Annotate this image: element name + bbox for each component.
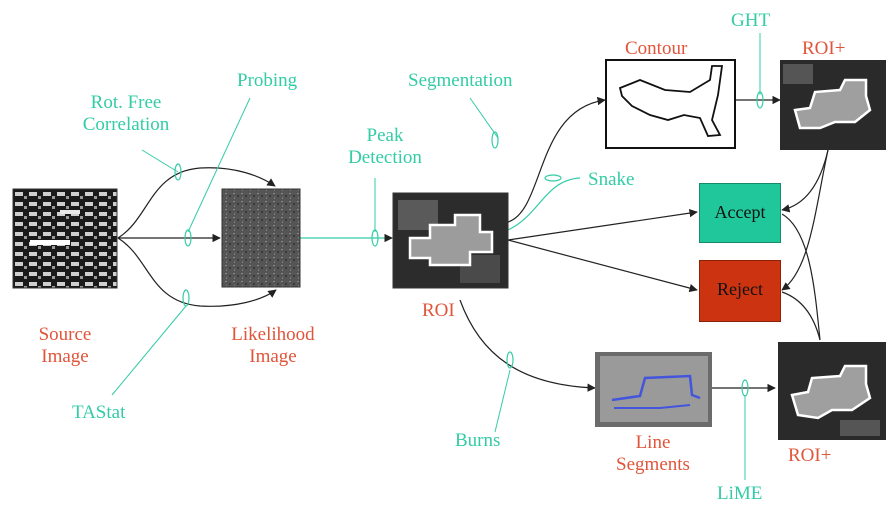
roi-plus-top-label: ROI+ <box>802 38 846 59</box>
likelihood-line2: Image <box>249 346 297 367</box>
roi-plus-bottom-thumbnail <box>778 342 886 440</box>
link-roiplus-bottom-reject <box>781 291 821 341</box>
link-roiplus-top-reject <box>781 149 829 291</box>
leader-tastat <box>111 305 187 396</box>
segmentation-label: Segmentation <box>408 70 513 91</box>
link-rot-free-correlation <box>117 167 276 239</box>
link-roi-reject <box>507 239 698 293</box>
accept-box: Accept <box>699 183 781 243</box>
leader-rot-free <box>141 149 179 173</box>
link-roiplus-bottom-accept <box>781 213 821 341</box>
contour-label: Contour <box>625 38 688 59</box>
rot-free-correlation-label: Rot. Free Correlation <box>62 92 190 136</box>
line-segments-line1: Line <box>635 432 671 453</box>
likelihood-line1: Likelihood <box>231 324 315 345</box>
roi-plus-bottom-label: ROI+ <box>788 445 832 466</box>
roi-label: ROI <box>422 300 455 321</box>
peak-detection-label: Peak Detection <box>340 125 430 169</box>
lime-label: LiME <box>717 483 763 504</box>
link-tastat <box>117 237 277 307</box>
rot-free-line2: Correlation <box>82 114 170 135</box>
roi-thumbnail <box>392 192 509 289</box>
ght-label: GHT <box>731 10 771 31</box>
leader-probing <box>187 97 251 233</box>
source-line2: Image <box>41 346 89 367</box>
leader-burns <box>494 369 511 433</box>
leader-segmentation <box>469 97 499 139</box>
reject-label: Reject <box>717 279 763 299</box>
line-segments-line2: Segments <box>616 454 690 475</box>
contour-thumbnail <box>605 59 736 149</box>
rot-free-line1: Rot. Free <box>90 92 162 113</box>
reject-box: Reject <box>699 260 781 322</box>
snake-label: Snake <box>588 169 635 190</box>
source-image-label: Source Image <box>20 324 110 368</box>
link-segmentation <box>507 96 606 223</box>
probing-label: Probing <box>237 70 298 91</box>
peak-line2: Detection <box>348 147 422 168</box>
line-segments-thumbnail <box>595 352 712 427</box>
peak-line1: Peak <box>366 125 404 146</box>
likelihood-image-label: Likelihood Image <box>208 324 338 368</box>
source-image-thumbnail <box>12 188 118 289</box>
link-roiplus-top-accept <box>781 149 829 213</box>
accept-label: Accept <box>714 202 766 222</box>
link-snake <box>507 177 581 231</box>
link-roi-accept <box>507 208 698 241</box>
source-line1: Source <box>38 324 92 345</box>
tastat-label: TAStat <box>72 402 126 423</box>
burns-label: Burns <box>455 430 501 451</box>
roi-plus-top-thumbnail <box>780 60 886 150</box>
link-burns <box>459 299 596 392</box>
line-segments-label: Line Segments <box>598 432 708 476</box>
likelihood-image-thumbnail <box>221 188 301 288</box>
